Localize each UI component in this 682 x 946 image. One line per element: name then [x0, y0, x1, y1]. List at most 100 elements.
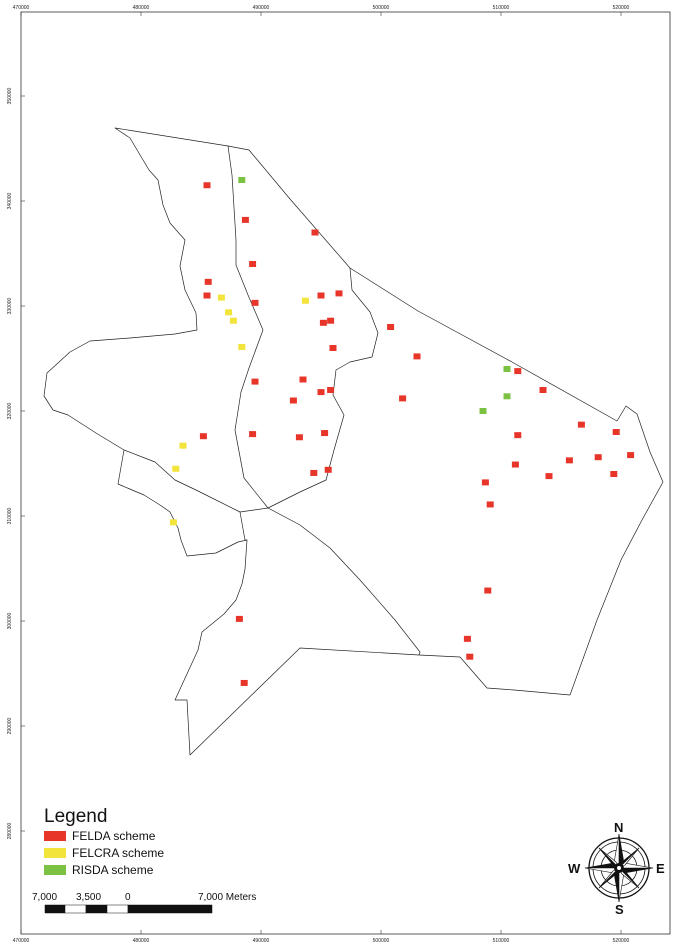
- felcra-scheme-point: [217, 294, 225, 301]
- compass-north: N: [614, 820, 623, 835]
- felcra-scheme-point: [301, 297, 309, 304]
- compass-south: S: [615, 902, 624, 917]
- risda-scheme-point: [479, 408, 487, 414]
- x-tick-label: 470000: [13, 5, 30, 11]
- y-tick-label: 320000: [7, 402, 13, 419]
- felda-scheme-point: [545, 473, 553, 480]
- y-tick-label: 300000: [7, 612, 13, 629]
- legend-title: Legend: [44, 806, 107, 827]
- x-tick-label: 520000: [613, 938, 630, 944]
- scale-label-left: 7,000: [32, 892, 57, 903]
- legend: Legend FELDA scheme FELCRA scheme RISDA …: [44, 806, 164, 877]
- x-axis-ticks-top: 470000 480000 490000 500000 510000 520000: [13, 5, 630, 16]
- felda-scheme-point: [329, 345, 337, 351]
- felda-scheme-point: [203, 182, 211, 189]
- x-tick-label: 500000: [373, 5, 390, 11]
- felda-scheme-point: [514, 432, 522, 439]
- x-tick-label: 500000: [373, 938, 390, 944]
- felda-scheme-point: [235, 615, 243, 622]
- felda-scheme-point: [514, 368, 522, 375]
- scale-label-zero: 0: [125, 892, 131, 903]
- y-tick-label: 310000: [7, 507, 13, 524]
- felda-scheme-point: [481, 479, 489, 486]
- felda-scheme-point: [335, 290, 343, 297]
- y-tick-label: 340000: [7, 192, 13, 209]
- felcra-scheme-point: [172, 465, 180, 472]
- legend-label-felda: FELDA scheme: [72, 829, 156, 843]
- x-tick-label: 490000: [253, 938, 270, 944]
- felda-scheme-point: [317, 389, 325, 396]
- felda-scheme-point: [627, 452, 635, 459]
- legend-swatch-felcra: [44, 848, 66, 858]
- x-tick-label: 510000: [493, 5, 510, 11]
- legend-swatch-felda: [44, 831, 66, 841]
- risda-scheme-point: [503, 366, 511, 372]
- felda-scheme-point: [399, 395, 407, 402]
- x-tick-label: 470000: [13, 938, 30, 944]
- felda-scheme-point: [295, 434, 303, 441]
- y-tick-label: 330000: [7, 297, 13, 314]
- x-axis-ticks-bottom: 470000 480000 490000 500000 510000 520000: [13, 930, 630, 944]
- felda-scheme-point: [327, 317, 335, 324]
- felda-scheme-point: [204, 278, 212, 285]
- felcra-scheme-point: [238, 343, 246, 350]
- x-tick-label: 480000: [133, 5, 150, 11]
- x-tick-label: 510000: [493, 938, 510, 944]
- scheme-points: [169, 177, 635, 686]
- felcra-scheme-point: [169, 519, 177, 526]
- legend-label-risda: RISDA scheme: [72, 863, 154, 877]
- risda-scheme-point: [503, 393, 511, 400]
- compass-rose: N S E W: [568, 820, 665, 917]
- felda-scheme-point: [241, 216, 249, 223]
- felda-scheme-point: [413, 353, 421, 360]
- y-tick-label: 280000: [7, 822, 13, 839]
- felcra-scheme-point: [179, 442, 187, 449]
- felda-scheme-point: [251, 299, 259, 306]
- felcra-scheme-point: [225, 309, 233, 316]
- felda-scheme-point: [327, 387, 335, 393]
- scale-bar: 7,000 3,500 0 7,000 Meters: [32, 892, 256, 914]
- compass-east: E: [656, 861, 665, 876]
- y-tick-label: 350000: [7, 87, 13, 104]
- felda-scheme-point: [484, 587, 492, 594]
- division-line-southwest: [123, 449, 269, 513]
- felda-scheme-point: [387, 324, 395, 330]
- division-line-west: [227, 145, 269, 509]
- felda-scheme-point: [321, 430, 329, 437]
- felda-scheme-point: [289, 397, 297, 404]
- district-boundaries: [43, 127, 664, 756]
- felda-scheme-point: [251, 378, 259, 385]
- compass-west: W: [568, 861, 581, 876]
- felda-scheme-point: [203, 292, 211, 299]
- scale-label-half: 3,500: [76, 892, 101, 903]
- x-tick-label: 480000: [133, 938, 150, 944]
- y-tick-label: 290000: [7, 717, 13, 734]
- felda-scheme-point: [539, 387, 547, 393]
- y-axis-ticks: 350000 340000 330000 320000 310000 300000 2900…: [7, 87, 25, 839]
- felda-scheme-point: [612, 429, 620, 435]
- division-line-south: [267, 507, 421, 656]
- map-frame: [20, 11, 671, 935]
- felda-scheme-point: [486, 501, 494, 508]
- felda-scheme-point: [610, 471, 618, 477]
- felda-scheme-point: [565, 457, 573, 464]
- felda-scheme-point: [463, 635, 471, 642]
- division-line-central: [267, 267, 379, 509]
- felda-scheme-point: [594, 454, 602, 461]
- legend-label-felcra: FELCRA scheme: [72, 846, 164, 860]
- felda-scheme-point: [324, 466, 332, 473]
- felda-scheme-point: [249, 431, 257, 438]
- felda-scheme-point: [511, 461, 519, 468]
- felda-scheme-point: [299, 376, 307, 383]
- felcra-scheme-point: [229, 317, 237, 324]
- felda-scheme-point: [466, 653, 474, 660]
- felda-scheme-point: [317, 292, 325, 299]
- x-tick-label: 490000: [253, 5, 270, 11]
- felda-scheme-point: [249, 261, 257, 267]
- x-tick-label: 520000: [613, 5, 630, 11]
- felda-scheme-point: [319, 319, 327, 326]
- risda-scheme-point: [238, 177, 246, 183]
- felda-scheme-point: [199, 433, 207, 440]
- division-line-small: [239, 511, 247, 541]
